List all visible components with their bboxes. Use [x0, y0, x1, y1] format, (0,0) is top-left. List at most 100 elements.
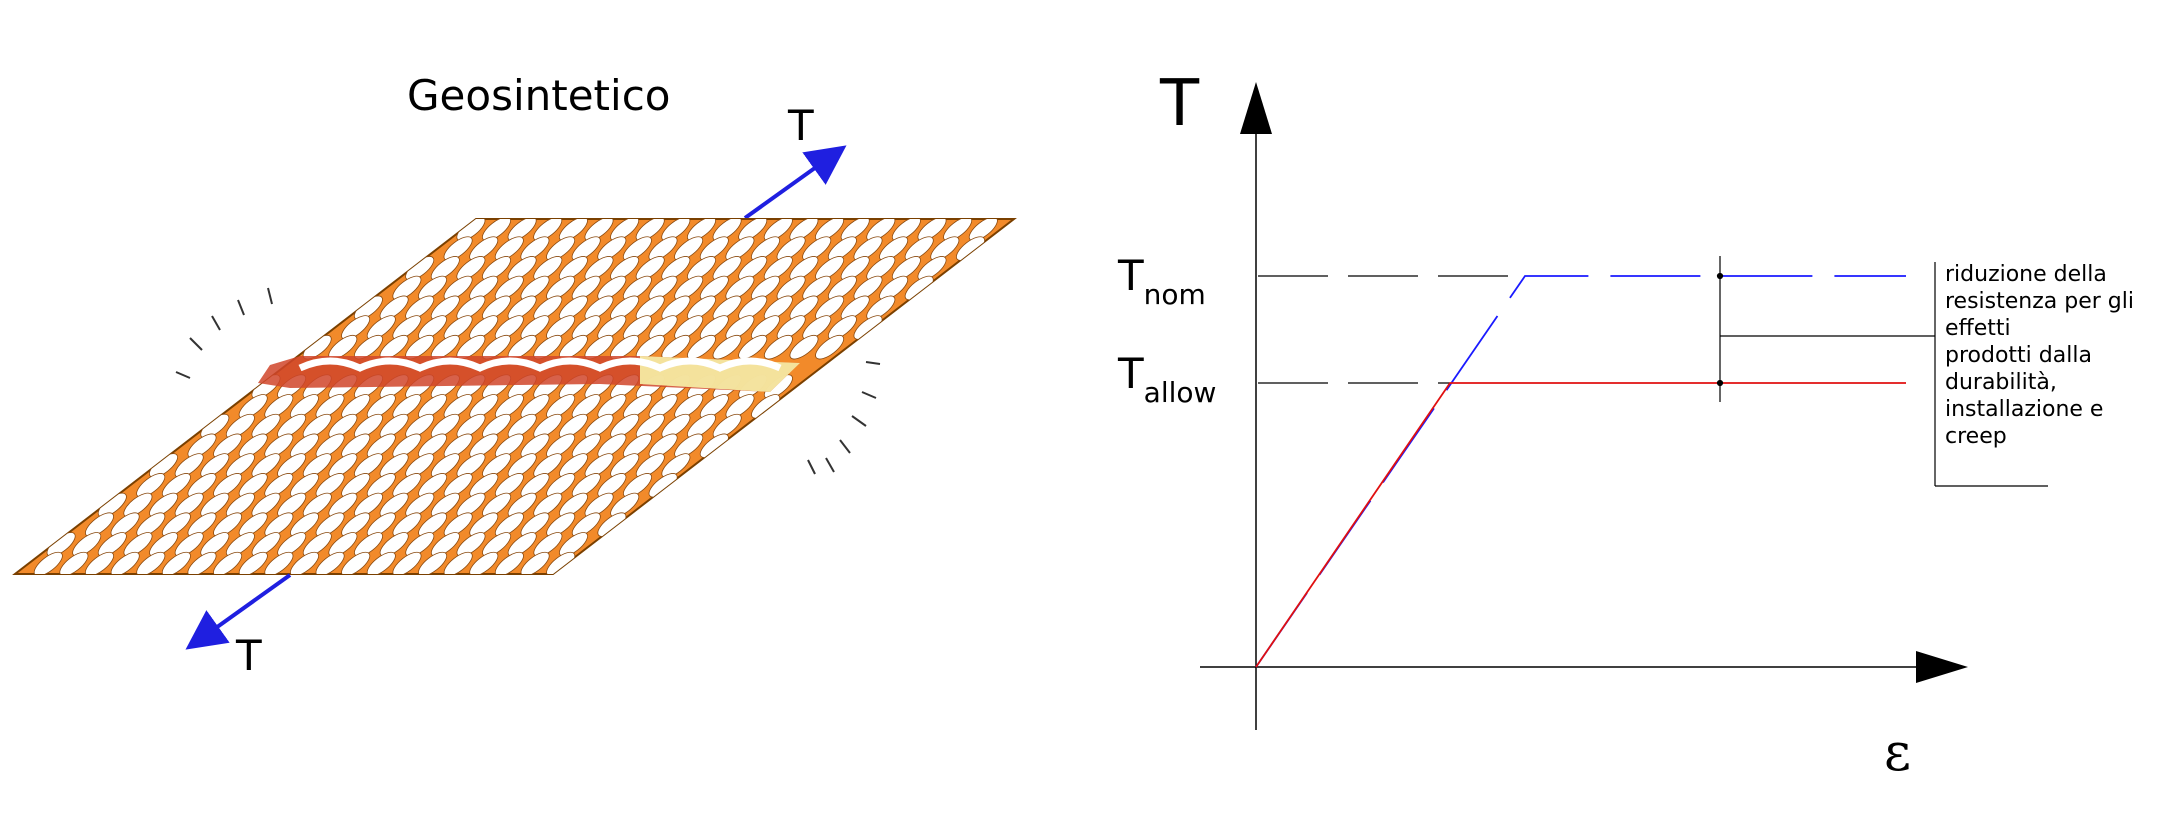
mesh-aperture — [469, 315, 499, 340]
mesh-aperture — [776, 275, 806, 301]
annotation-line: prodotti dalla — [1945, 343, 2092, 368]
mesh-aperture — [213, 512, 243, 537]
mesh-aperture — [610, 256, 640, 281]
mesh-aperture — [187, 473, 217, 498]
mesh-aperture — [776, 315, 806, 340]
mesh-aperture — [917, 256, 947, 281]
series-line-t-nom — [1255, 275, 1906, 668]
mesh-aperture — [904, 236, 934, 261]
mesh-aperture — [277, 492, 307, 518]
mesh-aperture — [559, 532, 588, 557]
mesh-aperture — [879, 275, 909, 301]
mesh-aperture — [546, 433, 576, 459]
mesh-aperture — [238, 551, 268, 574]
mesh-aperture — [290, 473, 319, 498]
mesh-aperture — [379, 453, 409, 478]
mesh-aperture — [571, 512, 601, 537]
mesh-aperture — [738, 295, 768, 321]
mesh-aperture — [687, 219, 716, 242]
mesh-aperture — [418, 275, 447, 301]
mesh-aperture — [443, 512, 473, 537]
mesh-aperture — [622, 275, 652, 301]
mesh-aperture — [699, 315, 729, 340]
mesh-aperture — [622, 236, 652, 261]
mesh-aperture — [341, 394, 371, 419]
mesh-aperture — [494, 315, 524, 340]
mesh-aperture — [571, 236, 601, 261]
mesh-aperture — [482, 532, 512, 557]
mesh-aperture — [853, 236, 883, 261]
mesh-aperture — [456, 413, 486, 439]
mesh-aperture — [648, 275, 678, 301]
annotation-line: riduzione della — [1945, 262, 2107, 287]
mesh-aperture — [584, 295, 614, 321]
mesh-aperture — [225, 453, 255, 478]
mesh-aperture — [751, 275, 780, 301]
annotation-line: durabilità, — [1945, 370, 2057, 395]
mesh-aperture — [136, 512, 166, 537]
mesh-aperture — [815, 334, 845, 360]
mesh-aperture — [712, 256, 742, 281]
mesh-aperture — [405, 295, 435, 321]
mesh-aperture — [571, 473, 601, 498]
mesh-aperture — [507, 413, 537, 439]
force-arrow-top — [743, 145, 847, 220]
force-arrow-bottom — [185, 573, 292, 650]
mesh-aperture — [33, 551, 63, 574]
mesh-aperture — [622, 315, 652, 340]
mesh-aperture — [443, 275, 473, 301]
mesh-aperture — [213, 433, 243, 459]
mesh-aperture — [917, 219, 947, 242]
mesh-aperture — [405, 413, 435, 439]
mesh-aperture — [418, 433, 447, 459]
mesh-aperture — [891, 256, 921, 281]
mesh-aperture — [507, 219, 537, 242]
mesh-aperture — [85, 551, 114, 574]
mesh-aperture — [558, 256, 588, 281]
mesh-aperture — [418, 512, 448, 537]
mesh-aperture — [610, 219, 640, 242]
mesh-aperture — [366, 551, 396, 574]
mesh-aperture — [430, 295, 460, 321]
mesh-aperture — [507, 492, 537, 518]
mesh-aperture — [174, 492, 204, 518]
mesh-aperture — [264, 433, 294, 459]
mesh-aperture — [494, 551, 524, 574]
tick-label-t-nom: Tnom — [1117, 251, 1206, 311]
mesh-aperture — [315, 551, 345, 574]
mesh-aperture — [277, 532, 307, 557]
mesh-aperture — [597, 275, 627, 301]
mesh-aperture — [725, 236, 755, 261]
mesh-aperture — [584, 219, 614, 242]
mesh-aperture — [738, 219, 768, 242]
y-axis-arrowhead — [1240, 82, 1272, 134]
mesh-aperture — [187, 551, 217, 574]
x-axis-label: ε — [1884, 723, 1911, 783]
mesh-aperture — [366, 394, 396, 419]
mesh-aperture — [584, 256, 614, 281]
force-label-bottom: T — [235, 631, 262, 680]
mesh-aperture — [751, 315, 780, 340]
mesh-aperture — [110, 512, 140, 537]
mesh-aperture — [174, 453, 204, 478]
mesh-aperture — [443, 236, 473, 261]
mesh-aperture — [661, 256, 691, 281]
mesh-aperture — [264, 551, 294, 574]
mesh-aperture — [635, 413, 665, 439]
mesh-aperture — [430, 532, 460, 557]
mesh-aperture — [225, 413, 255, 439]
mesh-aperture — [533, 532, 563, 557]
mesh-aperture — [597, 433, 627, 459]
mesh-aperture — [289, 394, 319, 419]
mesh-aperture — [597, 394, 627, 419]
mesh-aperture — [469, 433, 499, 459]
tear-line — [258, 356, 800, 392]
mesh-aperture — [533, 219, 563, 242]
mesh-aperture — [277, 413, 307, 439]
mesh-aperture — [341, 551, 371, 574]
mesh-aperture — [469, 512, 499, 537]
mesh-aperture — [520, 512, 550, 537]
mesh-aperture — [815, 219, 844, 242]
mesh-aperture — [456, 532, 486, 557]
